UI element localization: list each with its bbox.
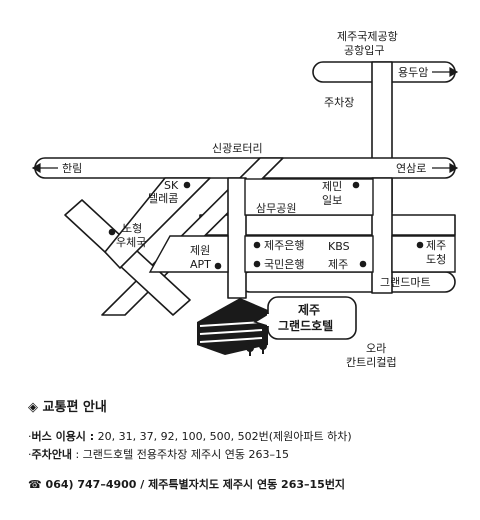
- label-yongduam: 용두암: [398, 66, 428, 79]
- label-hotel-name: 그랜드호텔: [278, 318, 333, 333]
- label-yeonsam-ro: 연삼로: [396, 162, 426, 175]
- label-ora: 오라: [366, 342, 386, 355]
- grand-hotel-building-icon: [197, 298, 268, 356]
- label-dochung: 도청: [426, 253, 446, 266]
- label-samu-park: 삼무공원: [256, 202, 296, 215]
- parking-info: ·주차안내 : 그랜드호텔 전용주차장 제주시 연동 263–15: [28, 446, 289, 462]
- jemin-ilbo-marker: [352, 181, 360, 189]
- label-telecom: 텔레콤: [148, 192, 178, 205]
- label-dochung-jeju: 제주: [426, 239, 446, 252]
- dochung-marker: [416, 241, 424, 249]
- label-airport: 제주국제공항: [337, 30, 398, 43]
- contact-text: 064) 747–4900 / 제주특별자치도 제주시 연동 263–15번지: [45, 478, 346, 491]
- label-jewon: 제원: [190, 244, 210, 257]
- bus-label: 버스 이용시 :: [31, 430, 95, 443]
- bus-bullet: ·: [28, 430, 32, 443]
- nohyeong-post-marker: [108, 228, 116, 236]
- label-sk: SK: [164, 179, 179, 192]
- parking-label: 주차안내: [31, 448, 72, 461]
- label-apt: APT: [190, 258, 211, 271]
- info-heading-text: 교통편 안내: [42, 400, 107, 415]
- sk-telecom-marker: [183, 181, 191, 189]
- city-blocks: [148, 178, 456, 273]
- label-singwang-rotary: 신광로터리: [212, 142, 263, 155]
- kookmin-bank-marker: [253, 260, 261, 268]
- diamond-icon: ◈: [28, 400, 38, 415]
- jewon-apt-marker: [214, 262, 222, 270]
- contact-info: ☎ 064) 747–4900 / 제주특별자치도 제주시 연동 263–15번…: [28, 476, 345, 492]
- label-parking: 주차장: [324, 96, 354, 109]
- landmark-markers: [108, 181, 424, 270]
- label-hallim: 한림: [62, 162, 82, 175]
- label-grand-mart: 그랜드마트: [380, 276, 431, 289]
- label-airport-entrance: 공항입구: [344, 44, 384, 57]
- label-jeju-bank: 제주은행: [264, 239, 304, 252]
- parking-bullet: ·: [28, 448, 32, 461]
- label-nohyeong: 노형: [122, 222, 142, 235]
- label-ilbo: 일보: [322, 193, 342, 207]
- hotel-callout: [253, 296, 357, 340]
- parking-text: : 그랜드호텔 전용주차장 제주시 연동 263–15: [75, 448, 289, 461]
- bus-routes: 20, 31, 37, 92, 100, 500, 502번(제원아파트 하차): [97, 430, 352, 443]
- road-arrows: [31, 66, 459, 174]
- map-labels: 제주국제공항 공항입구 용두암 주차장 한림 신광로터리 연삼로 SK 텔레콤 …: [62, 30, 446, 369]
- label-kbs-jeju: 제주: [328, 258, 348, 271]
- label-jemin: 제민: [322, 180, 342, 193]
- kbs-marker: [359, 260, 367, 268]
- label-kookmin-bank: 국민은행: [264, 258, 304, 271]
- label-kbs: KBS: [328, 240, 350, 253]
- bus-info: ·버스 이용시 : 20, 31, 37, 92, 100, 500, 502번…: [28, 428, 352, 444]
- info-heading: ◈ 교통편 안내: [28, 396, 107, 415]
- jeju-bank-marker: [253, 241, 261, 249]
- label-country-club: 칸트리컬럽: [346, 355, 397, 369]
- location-map: 제주국제공항 공항입구 용두암 주차장 한림 신광로터리 연삼로 SK 텔레콤 …: [31, 30, 459, 369]
- label-post-office: 우체국: [116, 236, 146, 249]
- phone-icon: ☎: [28, 478, 42, 491]
- label-hotel-jeju: 제주: [298, 303, 320, 317]
